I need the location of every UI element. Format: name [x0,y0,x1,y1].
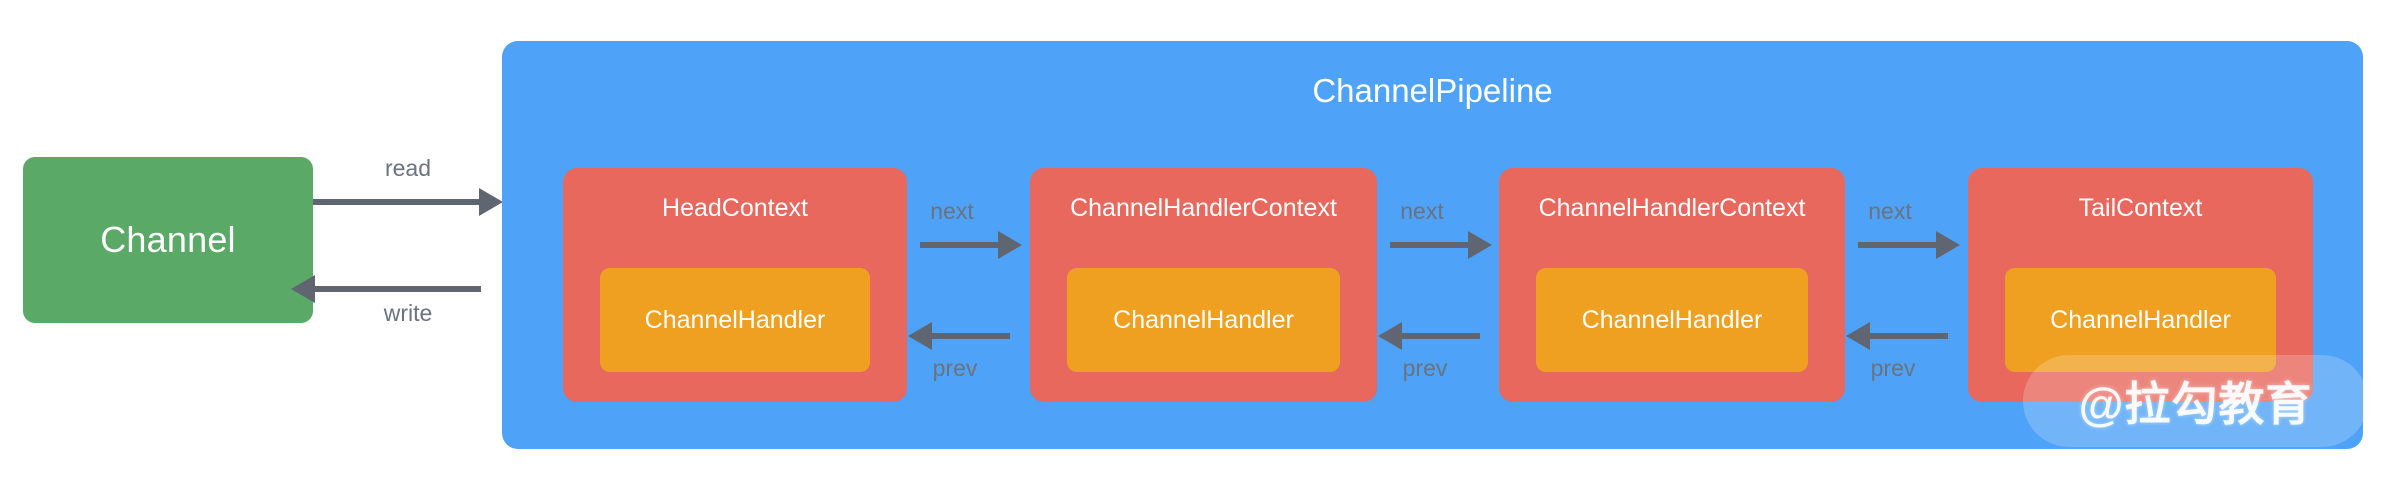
arrow-head-icon [291,275,315,303]
read-arrow [313,188,503,216]
channel-handler-node: ChannelHandler [1067,268,1340,372]
context-title: ChannelHandlerContext [1538,194,1806,222]
context-title: TailContext [2078,194,2203,222]
write-arrow [291,275,481,303]
next-arrow [920,231,1022,259]
arrow-head-icon [1936,231,1960,259]
prev-arrow-label: prev [932,355,978,381]
prev-arrow [1846,322,1948,350]
channel-handler-label: ChannelHandler [2050,305,2231,334]
prev-arrow-label: prev [1402,355,1448,381]
prev-arrow [908,322,1010,350]
context-title: HeadContext [662,194,808,222]
watermark-text: @拉勾教育 [2078,378,2313,430]
arrow-head-icon [1468,231,1492,259]
write-arrow-label: write [383,300,433,326]
arrow-head-icon [479,188,503,216]
prev-arrow [1378,322,1480,350]
context-node-head: HeadContext ChannelHandler [563,168,907,402]
arrow-head-icon [1378,322,1402,350]
next-arrow-label: next [930,198,974,224]
arrow-head-icon [998,231,1022,259]
channel-handler-label: ChannelHandler [644,305,826,334]
pipeline-title: ChannelPipeline [1312,72,1553,109]
arrow-head-icon [908,322,932,350]
next-arrow [1858,231,1960,259]
channel-handler-node: ChannelHandler [600,268,870,372]
context-node-2: ChannelHandlerContext ChannelHandler [1499,168,1845,402]
channel-node: Channel [23,157,313,323]
next-arrow-label: next [1868,198,1912,224]
next-arrow-label: next [1400,198,1444,224]
prev-arrow-label: prev [1870,355,1916,381]
channel-handler-label: ChannelHandler [1581,305,1763,334]
channel-label: Channel [100,219,236,260]
context-title: ChannelHandlerContext [1070,194,1337,222]
channel-handler-node: ChannelHandler [1536,268,1808,372]
read-arrow-label: read [384,155,432,181]
arrow-head-icon [1846,322,1870,350]
context-node-tail: TailContext ChannelHandler [1968,168,2313,402]
next-arrow [1390,231,1492,259]
watermark-badge: @拉勾教育 [2023,355,2368,447]
channel-handler-label: ChannelHandler [1113,305,1294,334]
channel-handler-node: ChannelHandler [2005,268,2276,372]
context-node-1: ChannelHandlerContext ChannelHandler [1030,168,1377,402]
